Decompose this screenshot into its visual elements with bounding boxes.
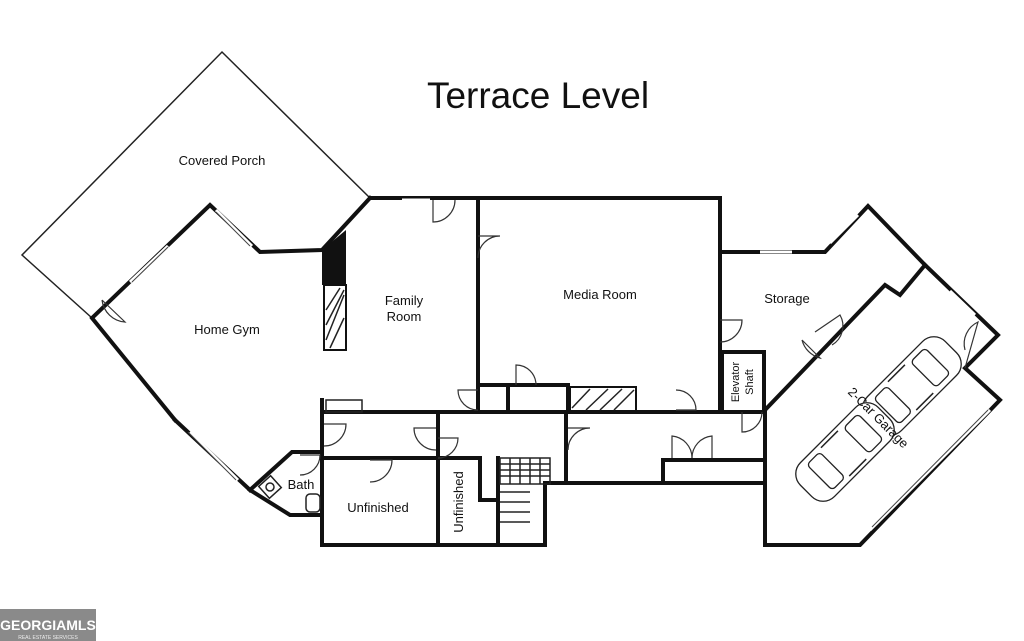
interior-walls [247,196,767,547]
room-label-unfinished-2: Unfinished [451,471,466,532]
bath-fixtures [257,474,321,513]
room-label-family-room-1: Family [385,293,424,308]
stairs [499,457,551,523]
windows [128,198,992,532]
room-label-family-room-2: Room [387,309,422,324]
fireplace [322,230,347,351]
room-label-covered-porch: Covered Porch [179,153,266,168]
room-label-elevator-1: Elevator [730,361,742,402]
room-label-elevator-2: Shaft [744,369,756,395]
room-label-home-gym: Home Gym [194,322,260,337]
room-label-bath: Bath [288,477,315,492]
plan-title: Terrace Level [427,75,649,116]
logo-brand: GEORGIAMLS [0,617,96,633]
logo-tagline: REAL ESTATE SERVICES [18,635,78,641]
car-icon [795,402,895,502]
covered-porch [20,50,371,319]
doors [101,199,979,483]
room-label-media-room: Media Room [563,287,637,302]
car-icon [862,336,962,436]
room-label-storage: Storage [764,291,810,306]
room-label-unfinished-1: Unfinished [347,500,408,515]
georgiamls-logo: GEORGIAMLS REAL ESTATE SERVICES [0,609,96,641]
